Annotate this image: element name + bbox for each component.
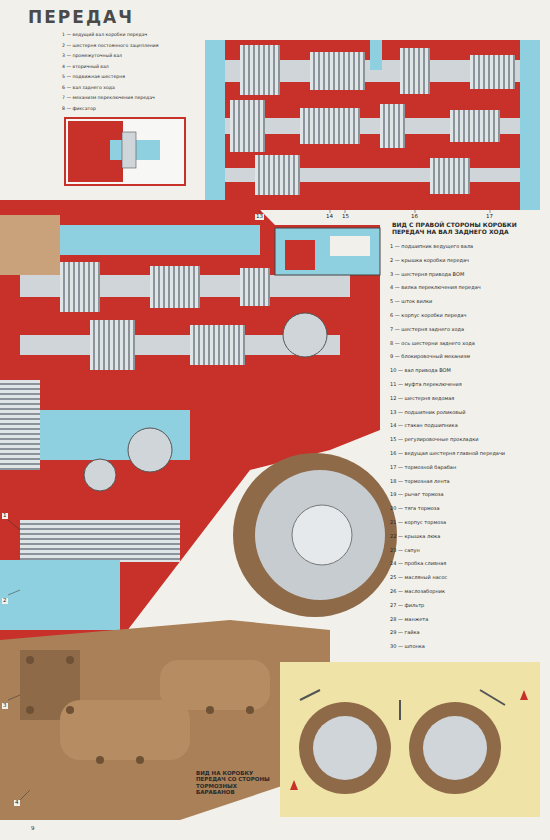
brake-drum	[423, 716, 487, 780]
gear	[190, 325, 245, 365]
housing-section	[205, 40, 225, 210]
detail-inset	[275, 228, 380, 275]
callout-number: 2	[2, 598, 8, 604]
shaft-end	[283, 313, 327, 357]
flange	[84, 459, 116, 491]
legend-line: 7 — механизм переключения передач	[62, 95, 202, 100]
lock-bolt	[122, 132, 136, 168]
bolts	[26, 656, 254, 764]
callout-number: 9	[30, 826, 36, 832]
detail-inset	[65, 118, 185, 185]
gear	[60, 262, 100, 312]
legend-line: 2 — шестерня постоянного зацепления	[62, 43, 202, 48]
legend-line: 29 — гайка	[390, 630, 542, 636]
legend-line: 27 — фильтр	[390, 603, 542, 609]
gear	[150, 266, 200, 308]
callout-number: 16	[410, 214, 419, 220]
legend-line: 12 — шестерня ведомая	[390, 396, 542, 402]
gear	[450, 110, 500, 142]
legend-line: 21 — корпус тормоза	[390, 520, 542, 526]
brake-drum	[409, 702, 501, 794]
top-cutaway	[205, 40, 540, 210]
gear	[0, 380, 40, 470]
callout-number: 1	[2, 513, 8, 519]
legend-line: 23 — сапун	[390, 548, 542, 554]
legend-line: 6 — корпус коробки передач	[390, 313, 542, 319]
legend-line: 7 — шестерня заднего хода	[390, 327, 542, 333]
legend-line: 8 — ось шестерни заднего хода	[390, 341, 542, 347]
legend-line: 5 — шток вилки	[390, 299, 542, 305]
gear	[230, 100, 265, 152]
housing-section	[520, 40, 540, 210]
housing-section	[0, 560, 120, 630]
flange	[128, 428, 172, 472]
brake-housing	[60, 700, 190, 760]
legend-line: 3 — промежуточный вал	[62, 53, 202, 58]
brake-inset	[280, 662, 540, 817]
legend-line: 26 — маслозаборник	[390, 589, 542, 595]
direction-arrow	[290, 690, 528, 790]
gear	[240, 45, 280, 95]
gear	[90, 320, 135, 370]
legend-line: 13 — подшипник роликовый	[390, 410, 542, 416]
housing-section	[285, 240, 315, 270]
gear	[380, 104, 405, 148]
callout-number: 15	[341, 214, 350, 220]
view-caption: ВИД С ПРАВОЙ СТОРОНЫ КОРОБКИ ПЕРЕДАЧ НА …	[392, 222, 542, 236]
gear	[400, 48, 430, 94]
callout-number: 14	[325, 214, 334, 220]
legend-line: 10 — вал привода ВОМ	[390, 368, 542, 374]
legend-line: 11 — муфта переключения	[390, 382, 542, 388]
gear	[310, 52, 365, 90]
brake-drum	[233, 453, 397, 617]
legend-line: 15 — регулировочные прокладки	[390, 437, 542, 443]
brake-drum	[313, 716, 377, 780]
legend-line: 4 — вилка переключения передач	[390, 285, 542, 291]
gear	[470, 55, 515, 89]
legend-line: 2 — крышка коробки передач	[390, 258, 542, 264]
drum-hub	[292, 505, 352, 565]
legend-line: 14 — стакан подшипника	[390, 423, 542, 429]
legend-line: 3 — шестерня привода ВОМ	[390, 272, 542, 278]
legend-line: 9 — блокировочный механизм	[390, 354, 542, 360]
legend-line: 1 — ведущий вал коробки передач	[62, 32, 202, 37]
gear	[255, 155, 300, 195]
callout-number: 17	[485, 214, 494, 220]
legend-line: 4 — вторичный вал	[62, 64, 202, 69]
housing-section	[370, 40, 382, 70]
legend-line: 22 — крышка люка	[390, 534, 542, 540]
gear	[300, 108, 360, 144]
legend-line: 24 — пробка сливная	[390, 561, 542, 567]
legend-line: 17 — тормозной барабан	[390, 465, 542, 471]
cover	[20, 650, 80, 720]
legend-line: 19 — рычаг тормоза	[390, 492, 542, 498]
legend-line: 30 — шпонка	[390, 644, 542, 650]
legend-line: 20 — тяга тормоза	[390, 506, 542, 512]
housing	[0, 215, 60, 275]
callout-number: 13	[255, 214, 264, 220]
legend-line: 6 — вал заднего хода	[62, 85, 202, 90]
detail-part	[330, 236, 370, 256]
legend-line: 1 — подшипник ведущего вала	[390, 244, 542, 250]
brake-lever	[300, 690, 505, 720]
legend-line: 25 — масляный насос	[390, 575, 542, 581]
splined-shaft	[20, 520, 180, 562]
gear	[430, 158, 470, 194]
legend-line: 16 — ведущая шестерня главной передачи	[390, 451, 542, 457]
brake-housing	[160, 660, 270, 710]
legend-line: 8 — фиксатор	[62, 106, 202, 111]
callout-number: 3	[2, 703, 8, 709]
brake-drum	[255, 470, 385, 600]
legend-line: 28 — манжета	[390, 617, 542, 623]
brake-drum	[299, 702, 391, 794]
poster-title: ПЕРЕДАЧ	[28, 8, 134, 28]
legend-line: 18 — тормозная лента	[390, 479, 542, 485]
callout-number: 4	[14, 800, 20, 806]
view-caption: ВИД НА КОРОБКУ ПЕРЕДАЧ СО СТОРОНЫ ТОРМОЗ…	[196, 770, 276, 795]
gear	[240, 268, 270, 306]
housing-section	[60, 225, 260, 255]
legend-line: 5 — подвижная шестерня	[62, 74, 202, 79]
